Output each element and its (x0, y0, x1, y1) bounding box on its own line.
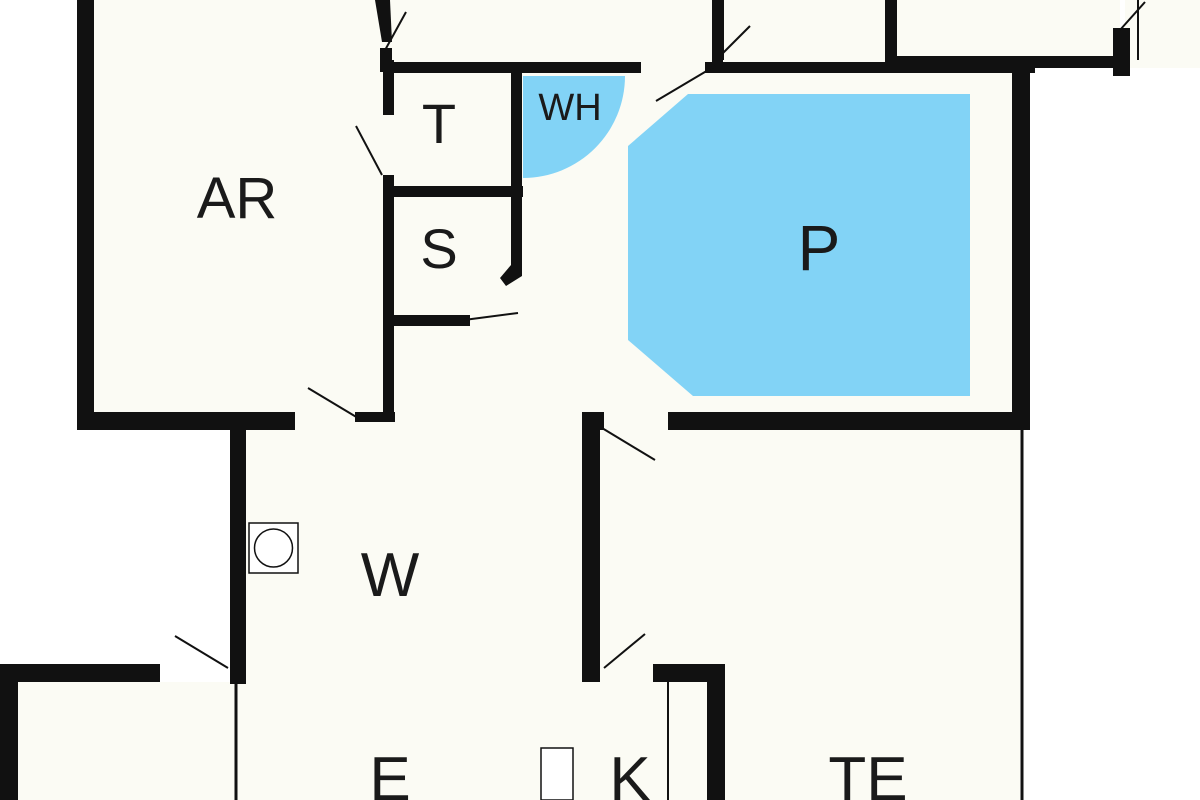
door-top-right (711, 25, 751, 65)
label-ar: AR (197, 166, 278, 231)
wall-pool-bottom (668, 412, 1030, 430)
water-heater-shape (523, 76, 625, 178)
label-s: S (420, 217, 457, 280)
circle-in-square-icon (248, 522, 299, 574)
wall-top-mid (712, 0, 723, 70)
wall-e-left (0, 664, 18, 800)
wall-top-right-bottom (890, 56, 1130, 68)
square-outline-icon (540, 747, 574, 800)
wall-ar-t-lower (383, 175, 394, 420)
floor-top-right-room (895, 0, 1120, 62)
wall-ar-left (77, 0, 94, 430)
label-e: E (369, 745, 410, 800)
door-w-te (601, 427, 656, 461)
wall-s-bottom (383, 315, 470, 326)
wall-w-left-end (230, 670, 246, 684)
door-s (463, 312, 519, 321)
door-ar-t (355, 125, 383, 176)
floor-ar (85, 0, 390, 420)
wall-w-te (582, 412, 600, 682)
wall-ar-bottom-right (355, 412, 395, 422)
doors (174, 1, 1146, 669)
wall-kitchen-right (707, 664, 725, 800)
label-k: K (609, 745, 650, 800)
door-pool-room (655, 65, 716, 102)
wall-corridor-bottom-right (705, 62, 1035, 73)
label-p: P (798, 212, 841, 284)
floor-e-left (12, 682, 240, 800)
room-labels: AR T WH S P W E K TE (197, 87, 908, 800)
wall-s-corner (500, 265, 522, 286)
door-far-right (1119, 1, 1146, 31)
wall-ar-bottom (77, 412, 295, 430)
label-t: T (422, 92, 456, 155)
floor-w (240, 420, 590, 800)
door-w-e (174, 635, 229, 669)
wall-w-te-top (582, 412, 604, 430)
wall-ar-t-upper (383, 60, 394, 115)
wall-s-right (511, 62, 522, 272)
door-ar-w (307, 387, 359, 419)
floor-top-far-right-room (1125, 0, 1200, 68)
floor-top-corridor (375, 0, 895, 68)
walls (0, 0, 1130, 800)
wall-t-s-divider (383, 186, 523, 197)
label-w: W (361, 541, 420, 610)
wall-top-right-divider (885, 0, 897, 68)
door-w-k (603, 633, 646, 669)
wall-far-right-post (1113, 28, 1130, 76)
label-te: TE (828, 745, 907, 800)
pool (628, 94, 970, 396)
floor-te (590, 420, 1020, 800)
wall-top-slant (375, 0, 392, 42)
wall-pool-right (1012, 60, 1030, 430)
door-top-corridor (383, 11, 407, 53)
label-wh: WH (538, 87, 601, 129)
wall-e-top (0, 664, 160, 682)
wall-w-left (230, 420, 246, 682)
